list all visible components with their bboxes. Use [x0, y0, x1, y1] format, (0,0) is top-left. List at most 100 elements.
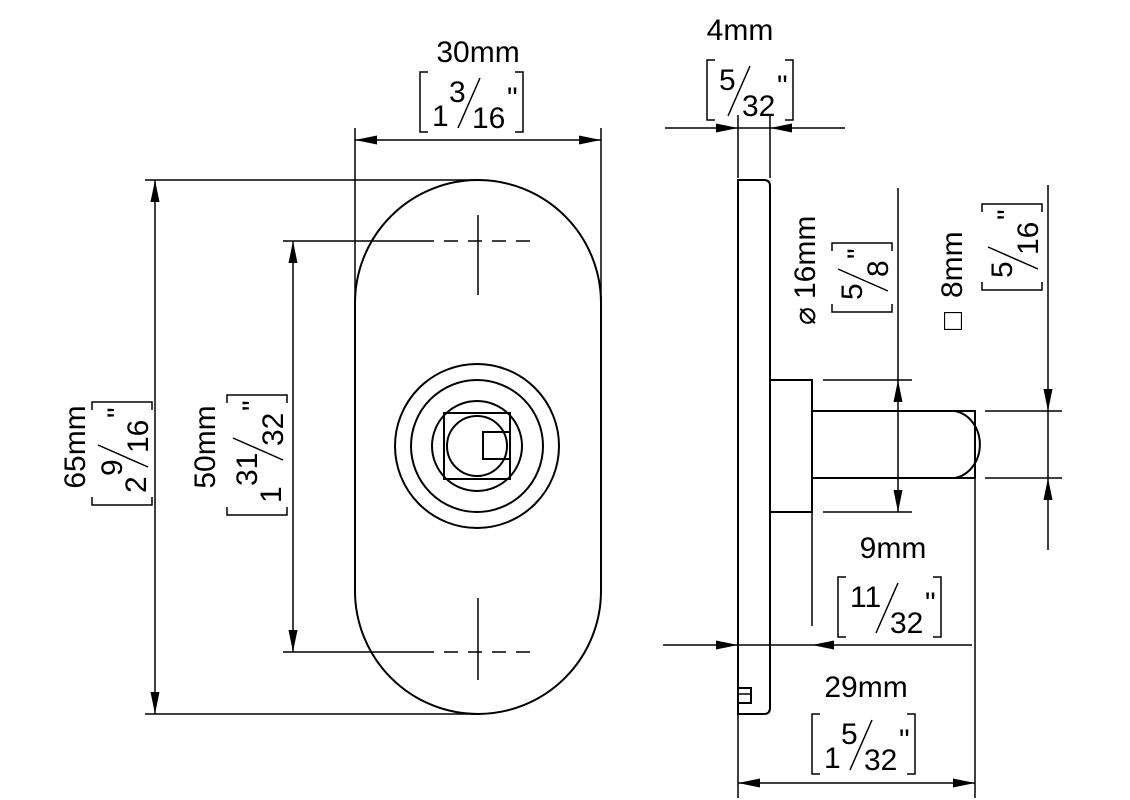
width-label: 30mm [436, 36, 519, 69]
fraction-numerator: 5 [986, 261, 1019, 278]
escutcheon-plate-outline [354, 179, 602, 715]
dimension-arrows [150, 123, 1053, 788]
arrowhead-up-icon [150, 180, 160, 202]
plate-side-profile [737, 179, 771, 715]
fraction-slash [987, 246, 1039, 270]
bracket-left [981, 282, 1043, 291]
fraction-slash [727, 65, 751, 117]
hole-spacing-label: 50mm [189, 405, 222, 488]
arrowhead-up-icon [893, 380, 903, 402]
bracket-left [91, 497, 153, 506]
dimension-mm: 16mm [789, 216, 822, 299]
spindle-side [812, 410, 976, 479]
arrowhead-right-icon [579, 135, 601, 145]
front-view [145, 128, 602, 715]
inch-fraction: 11 32" [837, 576, 942, 640]
inch-mark: " [925, 587, 936, 620]
arrowhead-left-icon [812, 640, 834, 650]
fraction-slash [97, 444, 149, 468]
knob-rose [394, 363, 560, 529]
bracket-right [226, 394, 288, 403]
fraction-numerator: 5 [836, 283, 869, 300]
dimension-mm: 65mm [59, 405, 92, 488]
fraction-slash [232, 437, 284, 461]
fraction-denominator: 32 [890, 607, 923, 640]
bracket-left [831, 304, 893, 313]
arrowhead-right-icon [716, 123, 738, 133]
dimension-hub-diameter [823, 188, 912, 513]
rose-outer-ring [394, 363, 560, 529]
fraction-whole: 1 [824, 742, 841, 775]
arrowhead-left-icon [770, 123, 792, 133]
arrowhead-right-icon [716, 640, 738, 650]
fraction-denominator: 16 [1012, 222, 1045, 255]
square-spindle [443, 412, 511, 480]
fraction-whole: 2 [120, 476, 153, 493]
spindle-bore [446, 415, 508, 477]
dimension-mm: 8mm [936, 231, 969, 298]
fraction-denominator: 32 [742, 90, 775, 123]
inch-mark: " [899, 724, 910, 757]
dimension-plate-thickness [665, 115, 845, 178]
bracket-left [226, 507, 288, 516]
arrowhead-up-icon [1043, 478, 1053, 500]
plate-detail [737, 687, 752, 704]
fraction-denominator: 32 [864, 744, 897, 777]
fraction-slash [457, 77, 481, 129]
bracket-left [837, 576, 846, 638]
inch-mark: " [507, 82, 518, 115]
inch-fraction: 532" [706, 59, 794, 123]
arrowhead-down-icon [288, 630, 298, 652]
bracket-right [831, 242, 893, 251]
fraction-numerator: 5 [841, 718, 858, 751]
fraction-numerator: 11 [850, 581, 881, 614]
inch-mark: " [102, 407, 135, 418]
bracket-left [811, 713, 820, 775]
dimension-width [354, 128, 602, 300]
rose-middle-ring [410, 379, 544, 513]
fraction-slash [837, 268, 889, 292]
arrowhead-down-icon [893, 490, 903, 512]
hub-diameter-label: ⌀ 16mm [789, 216, 822, 325]
hub-side [769, 379, 813, 513]
inch-fraction: 5 16 " [981, 203, 1045, 291]
inch-fraction: 5 8" [831, 242, 895, 313]
arrowhead-right-icon [953, 778, 975, 788]
bracket-right [515, 71, 524, 133]
fraction-numerator: 9 [96, 459, 129, 476]
dimension-mm: 50mm [189, 405, 222, 488]
arrowhead-left-icon [738, 778, 760, 788]
dimension-overall-depth [737, 470, 976, 798]
bracket-right [785, 59, 794, 121]
dimension-mm: 4mm [707, 14, 774, 47]
dimension-height [145, 179, 480, 715]
fraction-denominator: 16 [472, 102, 505, 135]
inch-mark: " [842, 248, 875, 259]
fraction-slash [875, 582, 899, 634]
dimension-mm: 29mm [824, 671, 907, 704]
overall-depth-label: 29mm [824, 671, 907, 704]
arrowhead-up-icon [288, 241, 298, 263]
fraction-whole: 1 [432, 100, 449, 133]
hole-center-top [283, 215, 530, 295]
bracket-left [706, 59, 715, 121]
spindle-key [482, 431, 511, 460]
bracket-right [91, 401, 153, 410]
dimension-mm: 9mm [860, 532, 927, 565]
diameter-symbol-icon: ⌀ [789, 307, 822, 325]
fraction-numerator: 5 [719, 64, 736, 97]
bracket-left [419, 71, 428, 133]
bracket-right [981, 203, 1043, 212]
arrowhead-down-icon [150, 692, 160, 714]
fraction-denominator: 8 [862, 260, 895, 277]
inch-mark: " [992, 209, 1025, 220]
fraction-whole: 1 [255, 486, 288, 503]
fraction-denominator: 16 [122, 420, 155, 453]
inch-fraction: 29 16 " [91, 401, 155, 506]
height-label: 65mm [59, 405, 92, 488]
